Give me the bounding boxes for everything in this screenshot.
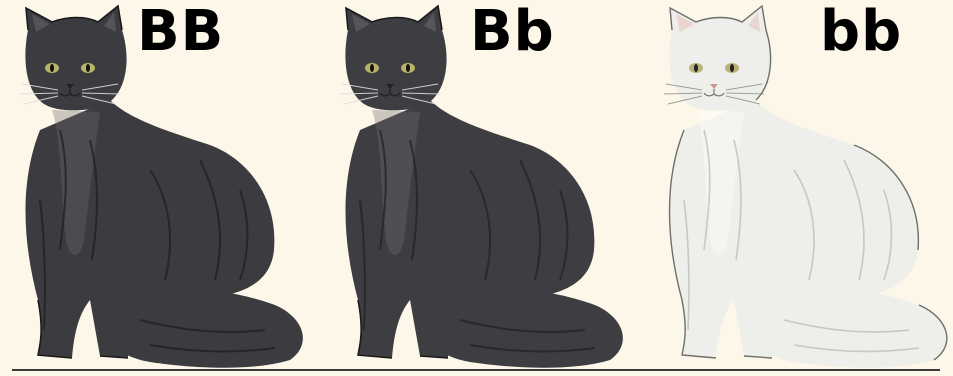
genotype-label: Bb (470, 4, 555, 60)
genotype-label: bb (820, 4, 902, 60)
ground-line (12, 369, 940, 371)
genotype-label: BB (137, 4, 224, 60)
cat-panel-bb-recessive: bb (636, 0, 953, 376)
cat-illustration-white (636, 0, 953, 376)
cat-panel-bb-heterozygous: Bb (318, 0, 636, 376)
cat-panel-bb-homozygous: BB (0, 0, 318, 376)
